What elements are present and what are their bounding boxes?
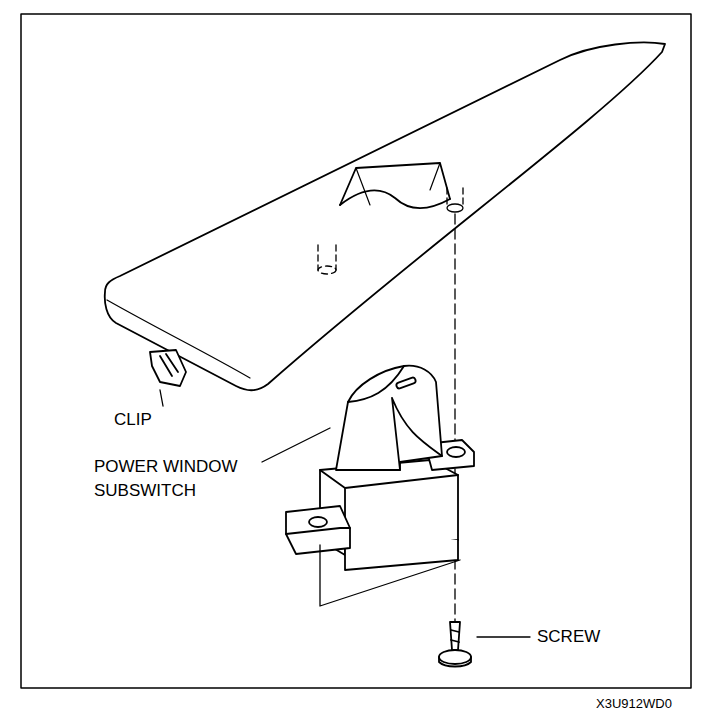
power-window-subswitch [286, 366, 474, 606]
frame-border [21, 14, 691, 688]
leader-lines [160, 390, 530, 637]
figure-code: X3U912WD0 [596, 692, 696, 716]
part-label: CLIP [114, 408, 204, 432]
part-label: POWER WINDOW SUBSWITCH [94, 455, 244, 503]
part-label: SCREW [537, 625, 637, 649]
clip [150, 350, 186, 386]
screw-axis-line [454, 214, 455, 640]
screw [439, 622, 471, 667]
trim-panel [105, 43, 665, 391]
